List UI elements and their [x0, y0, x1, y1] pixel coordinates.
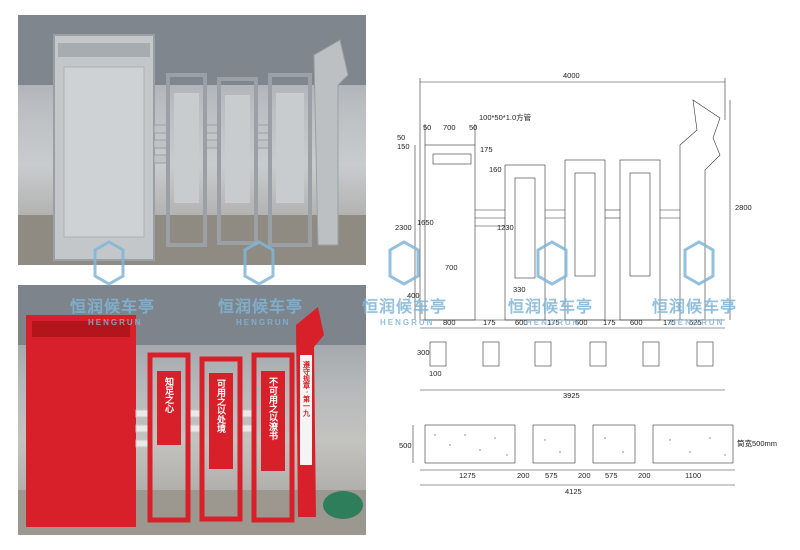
dim-4125: 4125: [565, 487, 582, 496]
dim-200c: 200: [638, 471, 651, 480]
dim-175b: 175: [547, 318, 560, 327]
red-placards: [157, 371, 285, 471]
red-grille-top: [32, 321, 130, 337]
gray-frames: [166, 73, 312, 247]
grille-top: [58, 43, 150, 57]
dim-700-inner: 700: [445, 263, 458, 272]
dim-1275: 1275: [459, 471, 476, 480]
photo-raw-steel-frames: [18, 15, 366, 265]
watermark-1: 恒润候车亭 HENGRUN: [70, 240, 155, 327]
dim-600c: 600: [630, 318, 643, 327]
dim-175d: 175: [663, 318, 676, 327]
dim-575a: 575: [545, 471, 558, 480]
green-sign-corner: [323, 491, 363, 519]
dim-gap-right: 50: [469, 123, 477, 132]
watermark-3: 恒润候车亭 HENGRUN: [362, 240, 447, 327]
watermark-brand-cn: 恒润候车亭: [70, 297, 155, 316]
watermark-4: 恒润候车亭 HENGRUN: [508, 240, 593, 327]
dim-200a: 200: [517, 471, 530, 480]
foundation-1: [424, 424, 516, 464]
watermark-brand-en: HENGRUN: [380, 318, 434, 327]
elevation-slanted-panel: [679, 99, 721, 320]
dim-600a: 600: [515, 318, 528, 327]
hengrun-logo-icon: [93, 240, 125, 286]
large-red-panel: [26, 315, 136, 527]
dim-tube-spec: 100*50*1.0方管: [479, 112, 532, 122]
dim-175c: 175: [603, 318, 616, 327]
watermark-brand-cn: 恒润候车亭: [652, 297, 737, 316]
slanted-side-panel: [313, 39, 349, 246]
red-frames: [147, 352, 295, 523]
dim-found-note: 筒宽500mm: [737, 438, 777, 448]
dim-1100: 1100: [685, 471, 701, 480]
watermark-brand-en: HENGRUN: [526, 318, 580, 327]
watermark-brand-en: HENGRUN: [88, 318, 142, 327]
watermark-brand-cn: 恒润候车亭: [362, 297, 447, 316]
dim-600b: 600: [575, 318, 588, 327]
dim-200b: 200: [578, 471, 591, 480]
dim-575b: 575: [605, 471, 618, 480]
dim-2300: 2300: [395, 223, 412, 232]
watermark-brand-en: HENGRUN: [236, 318, 290, 327]
dim-1230: 1230: [497, 223, 514, 232]
hengrun-logo-icon: [388, 240, 420, 286]
hengrun-logo-icon: [536, 240, 568, 286]
placard-1-text: 知足之心: [164, 376, 175, 414]
banner-text: 遵守规章 · 第一九: [302, 360, 311, 417]
dim-700-top: 700: [443, 123, 456, 132]
watermark-brand-en: HENGRUN: [670, 318, 724, 327]
dim-175-top: 175: [480, 145, 493, 154]
hengrun-logo-icon: [683, 240, 715, 286]
dim-150-top: 150: [397, 142, 410, 151]
dim-base-100: 100: [429, 369, 442, 378]
watermark-brand-cn: 恒润候车亭: [218, 297, 303, 316]
watermark-5: 恒润候车亭 HENGRUN: [652, 240, 737, 327]
technical-drawing: 4000 100*50*1.0方管 50 700 50 50 150 175 2…: [375, 60, 795, 500]
dim-2800: 2800: [735, 203, 752, 212]
dim-50-top: 50: [397, 133, 405, 142]
dim-625: 625: [689, 318, 702, 327]
banner-strip: [300, 355, 312, 465]
elevation-drawing: 4000 100*50*1.0方管 50 700 50 50 150 175 2…: [395, 71, 777, 496]
raw-frames-illustration: [18, 15, 366, 265]
placard-2-text: 可用之以处境: [216, 379, 227, 434]
dim-330: 330: [513, 285, 526, 294]
watermark-2: 恒润候车亭 HENGRUN: [218, 240, 303, 327]
dim-4000: 4000: [563, 71, 580, 80]
dim-400: 400: [407, 291, 420, 300]
foundation-hatch: [434, 434, 726, 456]
dim-1650: 1650: [417, 218, 434, 227]
dim-800: 800: [443, 318, 456, 327]
red-frames-illustration: 知足之心 可用之以处境 不可用之以潦书 遵守规章 · 第一九: [18, 285, 366, 535]
dim-found-500: 500: [399, 441, 412, 450]
dim-gap-left: 50: [423, 123, 431, 132]
photo-red-painted-frames: 知足之心 可用之以处境 不可用之以潦书 遵守规章 · 第一九: [18, 285, 366, 535]
dim-160: 160: [489, 165, 502, 174]
watermark-brand-cn: 恒润候车亭: [508, 297, 593, 316]
base-plate-1: [429, 341, 447, 367]
dim-base-300: 300: [417, 348, 430, 357]
frame-inner-panels: [174, 93, 304, 203]
dim-3925: 3925: [563, 391, 580, 400]
placard-3-text: 不可用之以潦书: [268, 377, 279, 441]
large-panel-face: [63, 66, 145, 238]
dim-175a: 175: [483, 318, 496, 327]
hengrun-logo-icon: [243, 240, 275, 286]
